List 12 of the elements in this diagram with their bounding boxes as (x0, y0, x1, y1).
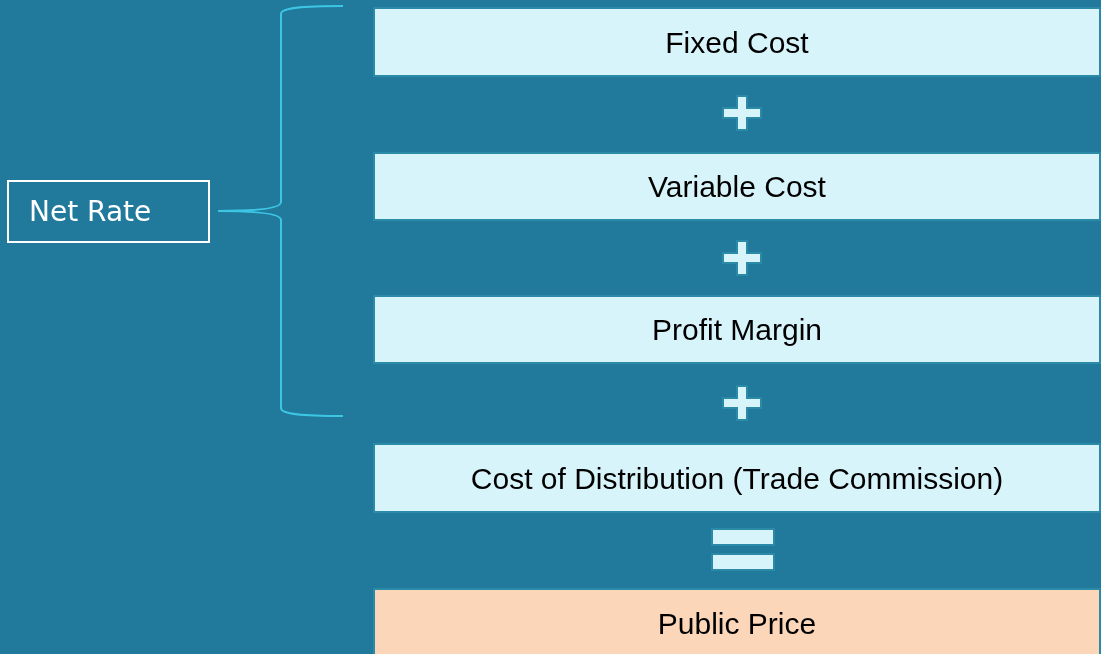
box-text: Cost of Distribution (Trade Commission) (470, 460, 1004, 497)
cost-box (373, 443, 1101, 513)
box-text: Net Rate (29, 193, 152, 230)
box-text: Fixed Cost (665, 24, 809, 61)
cost-box (373, 7, 1101, 77)
box-text: Variable Cost (648, 169, 826, 205)
cost-box (373, 152, 1101, 221)
box-text: Public Price (657, 605, 817, 642)
label-box (7, 180, 210, 243)
cost-box (373, 295, 1101, 364)
result-box (373, 588, 1101, 654)
box-text: Profit Margin (651, 312, 823, 348)
